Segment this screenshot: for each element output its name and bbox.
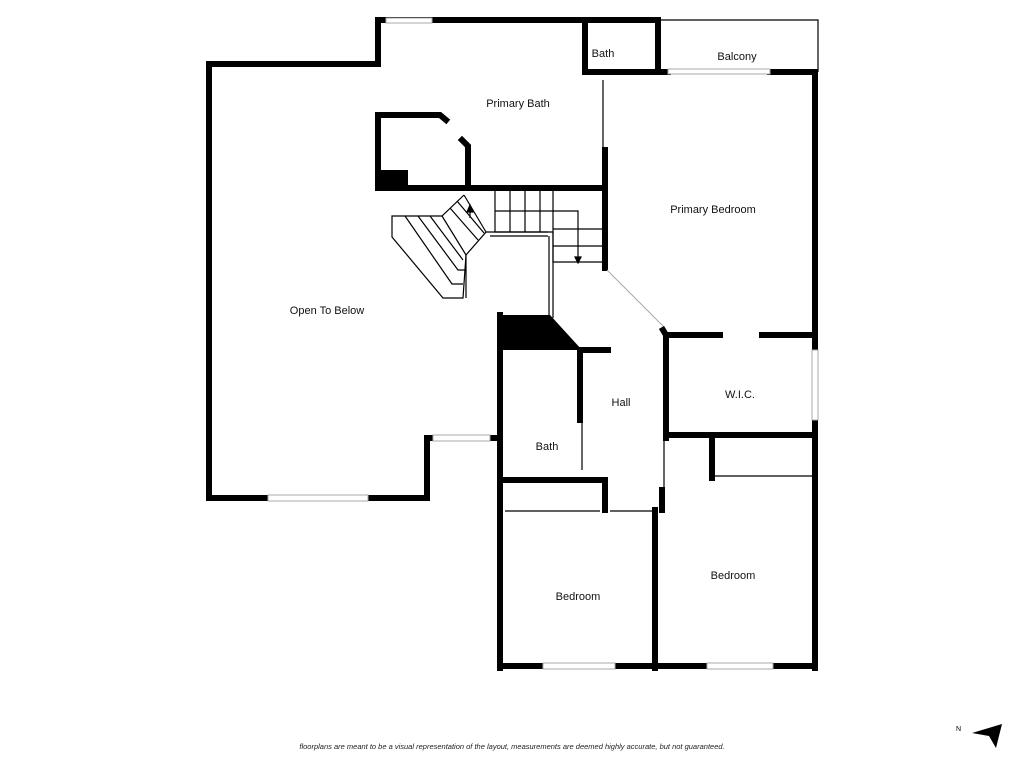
room-label-bath: Bath (535, 441, 559, 453)
windows (267, 17, 819, 670)
room-label-open-to-below: Open To Below (289, 305, 365, 317)
north-arrow-icon (972, 724, 1002, 748)
room-label-wic: W.I.C. (725, 389, 755, 401)
room-label-balcony: Balcony (717, 51, 757, 63)
room-label-bath-top: Bath (591, 48, 615, 60)
room-label-hall: Hall (611, 397, 631, 409)
compass-label: N (956, 726, 962, 733)
room-label-bedroom-right: Bedroom (710, 570, 756, 582)
room-label-primary-bath: Primary Bath (486, 98, 550, 110)
walls (206, 17, 819, 671)
room-label-bedroom-left: Bedroom (555, 591, 601, 603)
disclaimer: floorplans are meant to be a visual repr… (299, 742, 725, 751)
room-label-primary-bedroom: Primary Bedroom (670, 204, 756, 216)
stairs (391, 190, 605, 299)
